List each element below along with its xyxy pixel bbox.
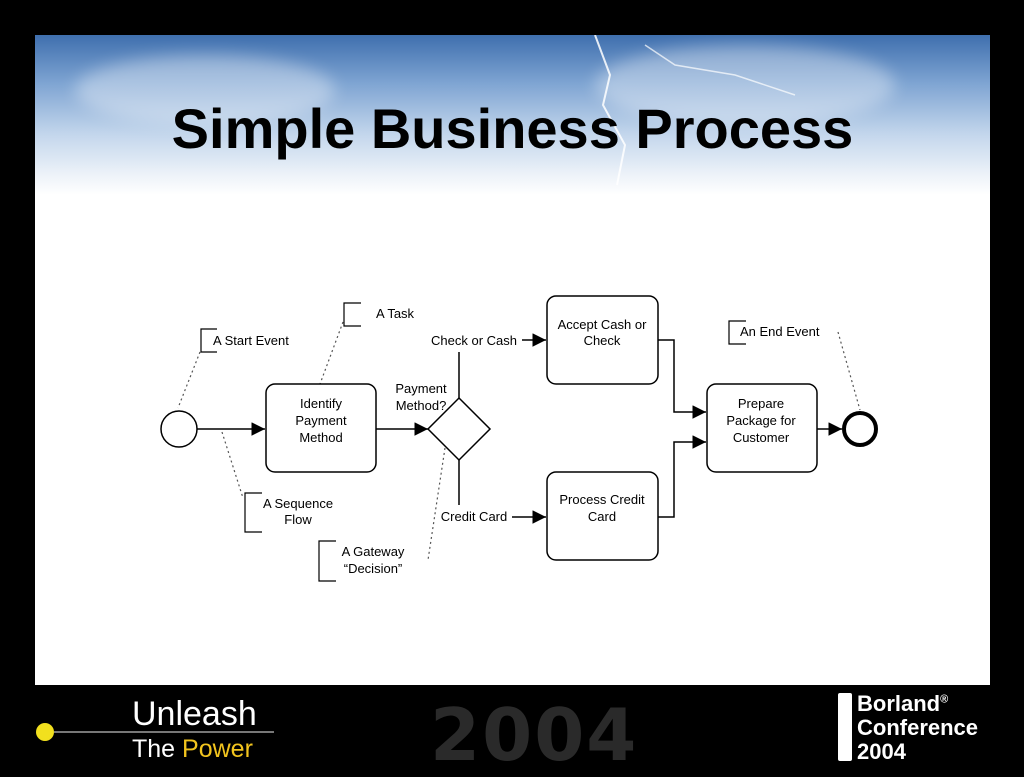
task-association <box>319 321 344 385</box>
task-bracket <box>343 302 361 327</box>
end-event-bracket <box>728 320 746 345</box>
process-label-line1: Process Credit <box>559 492 645 507</box>
footer-brand-line1: Borland® <box>857 691 948 717</box>
end-event-callout-label: An End Event <box>740 324 820 339</box>
footer-year-watermark: 2004 <box>430 693 639 777</box>
start-event-callout-label: A Start Event <box>213 333 289 348</box>
sequence-flow-association <box>221 431 244 499</box>
prepare-label-line3: Customer <box>733 430 790 445</box>
slide-title: Simple Business Process <box>171 97 854 160</box>
branch-check-or-cash-label: Check or Cash <box>431 333 517 348</box>
task-accept-cash-or-check[interactable] <box>546 295 659 385</box>
lightning-branch <box>644 44 796 96</box>
gateway-question-line1: Payment <box>395 381 447 396</box>
gateway-callout-line1: A Gateway <box>342 544 405 559</box>
callout-brackets <box>200 302 746 582</box>
identify-label-line3: Method <box>299 430 342 445</box>
prepare-label-line2: Package for <box>726 413 796 428</box>
sequence-flow-callout-line2: Flow <box>284 512 312 527</box>
sequence-flow-bracket <box>244 492 262 533</box>
end-event-circle[interactable] <box>842 411 878 447</box>
task-process-credit-card[interactable] <box>546 471 659 561</box>
sequence-flow-callout-line1: A Sequence <box>263 496 333 511</box>
start-event-circle[interactable] <box>160 410 198 448</box>
accept-label-line2: Check <box>584 333 621 348</box>
footer: 2004 Unleash The Power Borland® Conferen… <box>0 685 1024 777</box>
gateway-callout-line2: “Decision” <box>344 561 403 576</box>
slide: Simple Business Process <box>35 35 990 685</box>
footer-brand-name: Borland <box>857 691 941 716</box>
start-event-association <box>177 351 201 409</box>
footer-slogan-line2: The Power <box>132 735 253 764</box>
association-lines <box>177 321 861 561</box>
footer-brand-line2: Conference <box>857 715 979 740</box>
gateway-question-line2: Method? <box>396 398 447 413</box>
footer-slogan-power: Power <box>182 735 253 763</box>
identify-label-line1: Identify <box>300 396 342 411</box>
footer-brand-line3: 2004 <box>857 739 906 764</box>
sequence-flows <box>197 333 842 524</box>
flow-process-to-prepare[interactable] <box>658 435 706 518</box>
task-callout-label: A Task <box>376 306 415 321</box>
prepare-label-line1: Prepare <box>738 396 784 411</box>
header-sky-background <box>35 35 990 195</box>
lightning-bolt <box>594 35 627 186</box>
gateway-association <box>427 447 446 561</box>
gateway-bracket <box>318 540 336 582</box>
borland-logo-icon <box>838 693 852 761</box>
accept-label-line1: Accept Cash or <box>558 317 648 332</box>
identify-label-line2: Payment <box>295 413 347 428</box>
end-event-association <box>837 331 861 411</box>
lightning-decoration <box>594 35 796 186</box>
branch-credit-card-label: Credit Card <box>441 509 507 524</box>
task-prepare-package[interactable] <box>706 383 818 473</box>
footer-dot-icon <box>36 723 54 741</box>
header-cloud <box>75 55 335 125</box>
flow-accept-to-prepare[interactable] <box>658 339 706 419</box>
start-event-bracket <box>200 328 217 353</box>
footer-slogan-the: The <box>132 735 183 763</box>
gateway-diamond[interactable] <box>426 396 492 462</box>
process-label-line2: Card <box>588 509 616 524</box>
footer-slogan-line1: Unleash <box>132 695 257 733</box>
task-identify-payment-method[interactable] <box>265 383 377 473</box>
header-cloud <box>595 45 895 125</box>
footer-divider <box>54 731 274 733</box>
footer-brand-registered: ® <box>940 693 949 706</box>
